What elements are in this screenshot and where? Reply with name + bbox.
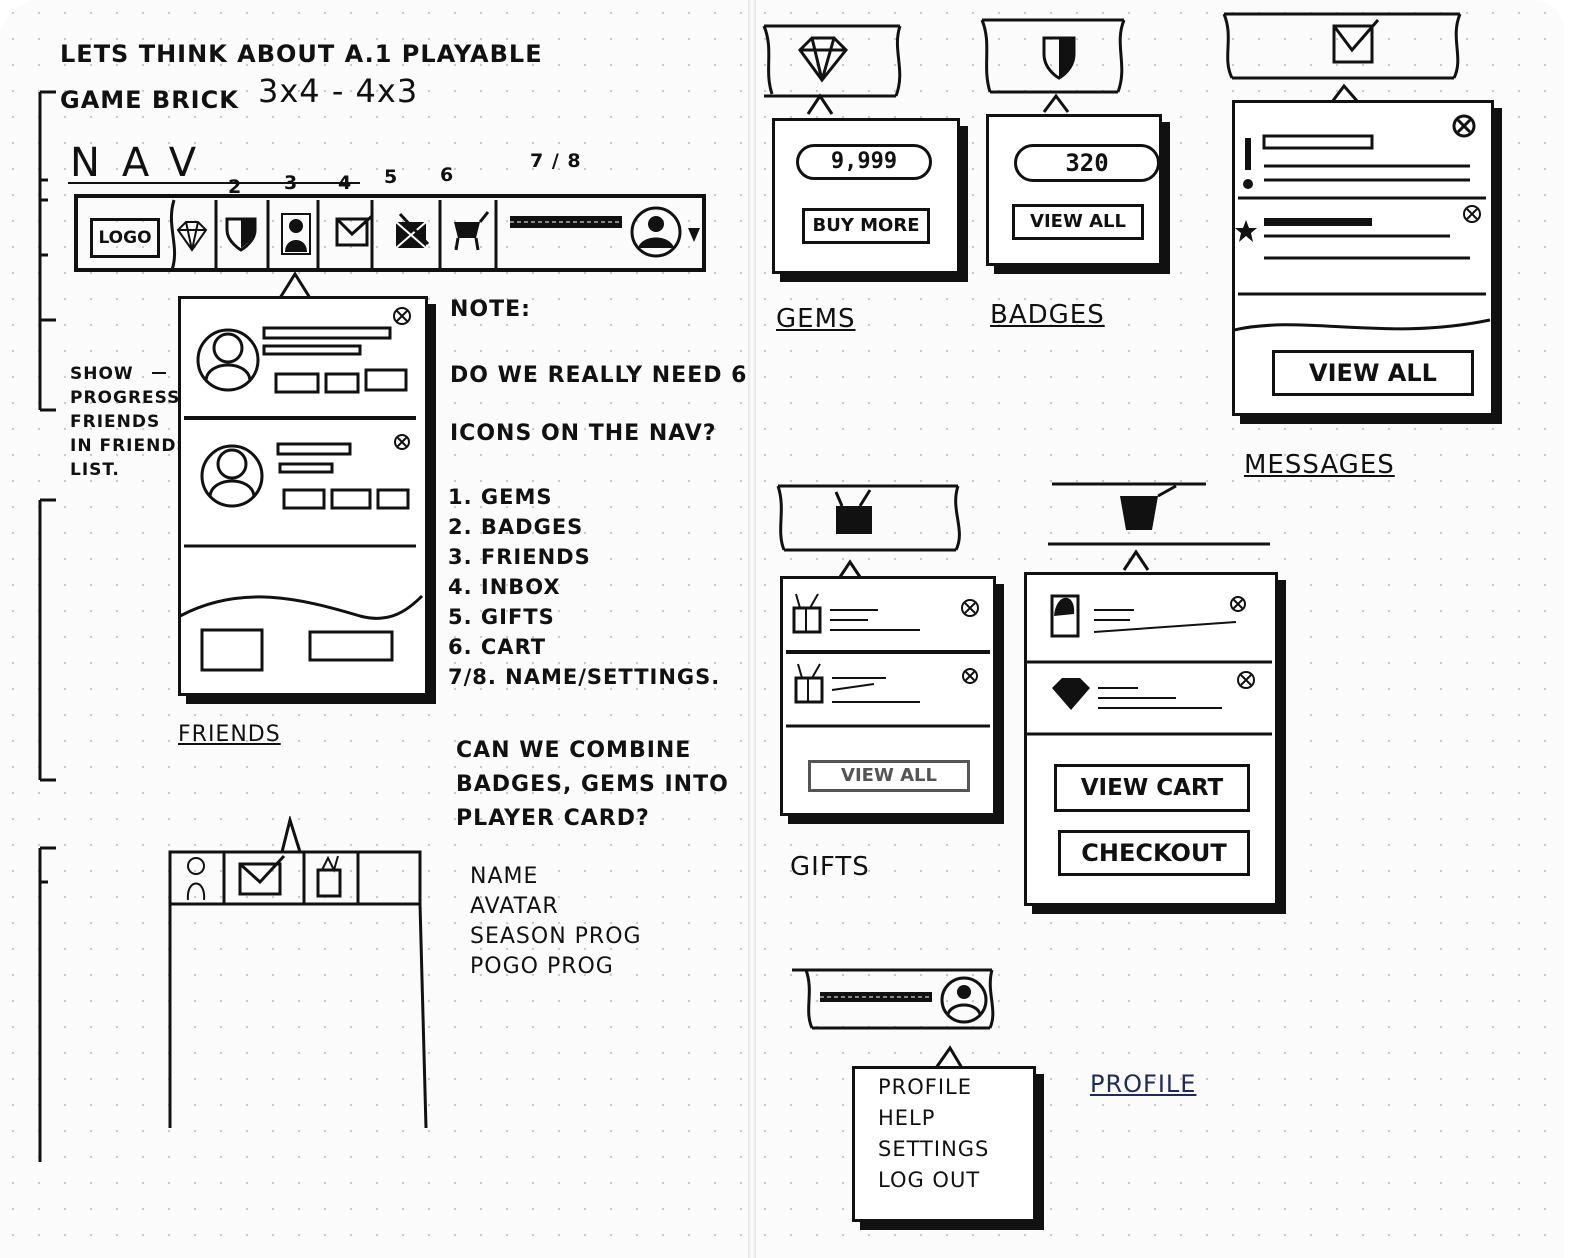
- side-note-line: FRIENDS: [70, 412, 161, 432]
- side-note: SHOW PROGRESS FRIENDS IN FRIENDS LIST.: [70, 362, 190, 482]
- messages-label: MESSAGES: [1244, 450, 1395, 480]
- note-player-card-line: NAME: [470, 864, 539, 889]
- margin-brackets: [38, 90, 56, 782]
- badges-tab-sketch: [980, 18, 1126, 113]
- cart-checkout-button[interactable]: CHECKOUT: [1058, 830, 1250, 876]
- profile-tab-sketch: [792, 968, 995, 1069]
- nav-number-7-8: 7 / 8: [530, 150, 582, 172]
- header-grid-sizes: 3x4 - 4x3: [258, 72, 419, 110]
- nav-icons-row: [169, 199, 498, 271]
- side-note-pointer: [152, 372, 166, 374]
- note-combine-line: CAN WE COMBINE: [456, 738, 692, 763]
- gems-label: GEMS: [776, 304, 856, 334]
- gems-dropdown: [772, 118, 960, 274]
- nav-bar[interactable]: [74, 194, 706, 272]
- nav-number-3: 3: [284, 172, 299, 194]
- messages-tab-sketch: [1222, 12, 1462, 103]
- note-list-item: 5. GIFTS: [448, 605, 555, 629]
- header-line-2: GAME BRICK: [60, 86, 239, 114]
- note-player-card: NAME AVATAR SEASON PROG POGO PROG: [470, 862, 642, 982]
- friends-dropdown-caret: [278, 272, 312, 299]
- note-question-line-2: ICONS ON THE NAV?: [450, 421, 717, 446]
- note-question-line-1: DO WE REALLY NEED 6: [450, 363, 748, 388]
- nav-title: NAV: [70, 140, 219, 186]
- profile-menu-item-log-out[interactable]: LOG OUT: [878, 1168, 981, 1192]
- gifts-tab-sketch: [776, 484, 961, 581]
- side-note-line: LIST.: [70, 460, 120, 480]
- profile-menu-item-profile[interactable]: PROFILE: [878, 1075, 973, 1099]
- margin-bracket-lower: [38, 846, 56, 1162]
- note-player-card-line: POGO PROG: [470, 954, 614, 979]
- note-heading: NOTE:: [450, 297, 531, 322]
- badges-count: 320: [1014, 144, 1160, 182]
- badges-view-all-button[interactable]: VIEW ALL: [1012, 204, 1144, 240]
- note-combine: CAN WE COMBINE BADGES, GEMS INTO PLAYER …: [456, 734, 729, 836]
- cart-dropdown-contents: [1026, 594, 1272, 736]
- nav-number-2: 2: [228, 176, 243, 198]
- gifts-label: GIFTS: [790, 852, 870, 882]
- cart-tab-sketch: [1048, 482, 1270, 571]
- nav-number-6: 6: [440, 164, 455, 186]
- note-list-item: 7/8. NAME/SETTINGS.: [448, 665, 721, 689]
- nav-profile-area[interactable]: [508, 206, 706, 262]
- nav-inbox-icon[interactable]: [334, 214, 374, 252]
- profile-dropdown: [852, 1066, 1036, 1222]
- note-combine-line: BADGES, GEMS INTO: [456, 772, 729, 797]
- friends-label: FRIENDS: [178, 722, 281, 747]
- notebook-gutter: [748, 0, 756, 1258]
- profile-menu: PROFILE HELP SETTINGS LOG OUT: [878, 1072, 989, 1196]
- side-note-line: SHOW: [70, 364, 134, 384]
- gifts-dropdown-contents: [786, 593, 990, 728]
- note-list-item: 3. FRIENDS: [448, 545, 591, 569]
- note-combine-line: PLAYER CARD?: [456, 806, 650, 831]
- nav-logo[interactable]: LOGO: [90, 218, 160, 258]
- note-list-item: 6. CART: [448, 635, 547, 659]
- note-list: 1. GEMS 2. BADGES 3. FRIENDS 4. INBOX 5.…: [448, 482, 720, 692]
- nav-gift-icon[interactable]: [392, 208, 432, 252]
- profile-menu-item-settings[interactable]: SETTINGS: [878, 1137, 990, 1161]
- nav-cart-icon[interactable]: [448, 208, 490, 252]
- note-list-item: 4. INBOX: [448, 575, 561, 599]
- badges-dropdown: [986, 114, 1162, 266]
- player-card-sketch: [168, 816, 428, 1129]
- gems-count: 9,999: [796, 144, 932, 180]
- note-player-card-line: SEASON PROG: [470, 924, 642, 949]
- header-line-1: LETS THINK ABOUT A.1 PLAYABLE: [60, 40, 543, 68]
- profile-label: PROFILE: [1090, 1070, 1197, 1098]
- gems-buy-more-button[interactable]: BUY MORE: [802, 208, 930, 244]
- nav-number-4: 4: [338, 172, 353, 194]
- profile-menu-item-help[interactable]: HELP: [878, 1106, 936, 1130]
- nav-gem-icon[interactable]: [174, 218, 210, 254]
- friends-dropdown-contents: [180, 307, 424, 672]
- cart-view-cart-button[interactable]: VIEW CART: [1054, 764, 1250, 812]
- note-player-card-line: AVATAR: [470, 894, 559, 919]
- badges-label: BADGES: [990, 300, 1105, 330]
- side-note-line: PROGRESS: [70, 388, 181, 408]
- note-list-item: 2. BADGES: [448, 515, 584, 539]
- nav-number-5: 5: [384, 166, 399, 188]
- gifts-view-all-button[interactable]: VIEW ALL: [808, 760, 970, 792]
- messages-view-all-button[interactable]: VIEW ALL: [1272, 350, 1474, 396]
- gems-tab-sketch: [762, 24, 902, 115]
- note-list-item: 1. GEMS: [448, 485, 553, 509]
- nav-badge-icon[interactable]: [224, 214, 258, 254]
- nav-title-underline: [68, 182, 360, 184]
- nav-friend-icon[interactable]: [280, 212, 312, 256]
- messages-dropdown-contents: [1234, 114, 1491, 332]
- side-note-line: IN FRIENDS: [70, 436, 190, 456]
